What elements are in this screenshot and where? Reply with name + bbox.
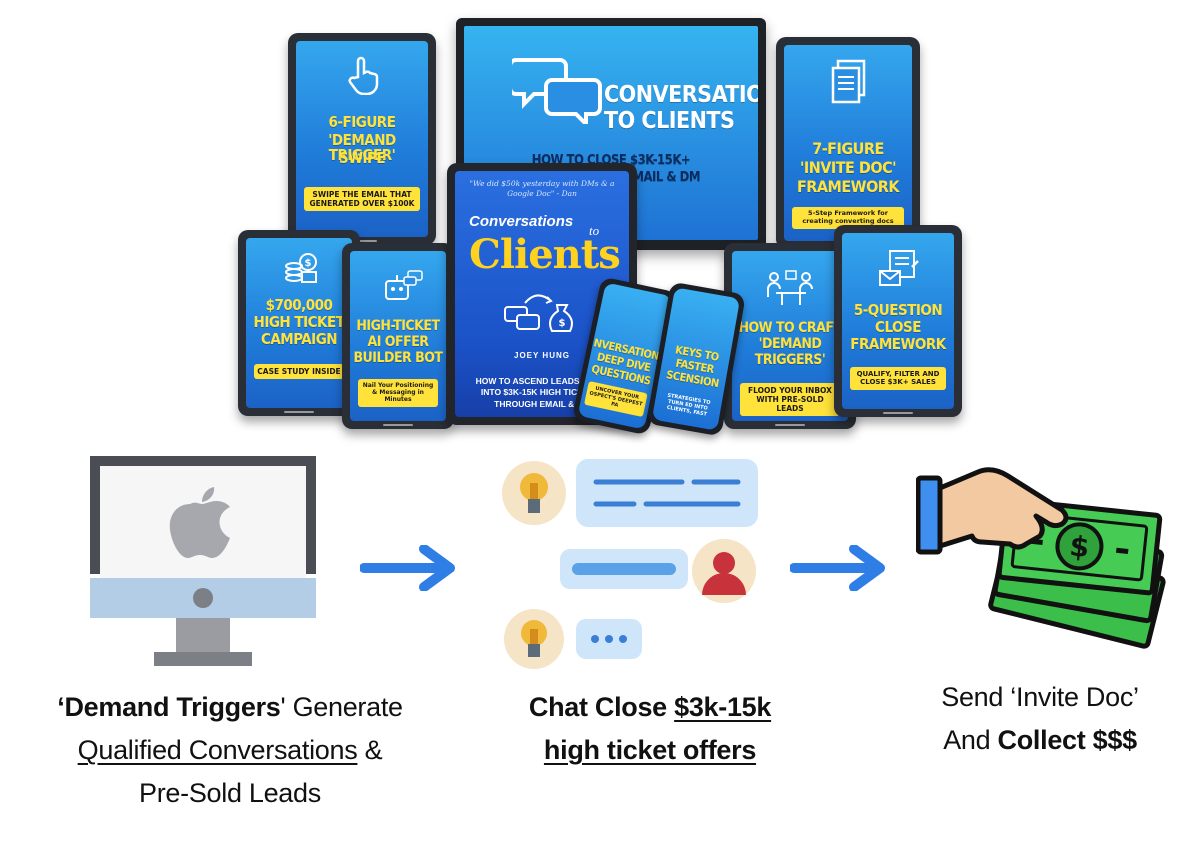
- pointer-hand-icon: [348, 56, 379, 95]
- speech-bubbles-icon: [512, 58, 602, 124]
- chat-money-bag-icon: $: [504, 294, 573, 332]
- apple-computer-icon: [90, 456, 316, 666]
- step-1-line-1: ‘Demand Triggers' Generate: [10, 686, 450, 729]
- invite-title-2: 'INVITE DOC': [799, 158, 897, 177]
- step-2-caption: Chat Close $3k-15k high ticket offers: [470, 686, 830, 772]
- campaign-tablet: $ $700,000 HIGH TICKET CAMPAIGN CASE STU…: [238, 230, 360, 416]
- step-1-bold: ‘Demand Triggers: [57, 692, 281, 722]
- step-2-line-2-text: high ticket offers: [543, 735, 757, 766]
- product-mockup: CONVERSATIONS TO CLIENTS HOW TO CLOSE $3…: [230, 15, 970, 437]
- ai-bot-tablet: HIGH-TICKET AI OFFER BUILDER BOT Nail Yo…: [342, 243, 454, 429]
- step-1-after-bold: ' Generate: [280, 692, 404, 722]
- phone1-pill: UNCOVER YOUR OSPECT'S DEEPEST PA: [584, 381, 648, 418]
- phone2-pill: STRATEGIES TO TURN ED INTO CLIENTS, FAST: [666, 392, 711, 418]
- step-1-caption: ‘Demand Triggers' Generate Qualified Con…: [10, 686, 450, 816]
- craft-title-2: 'DEMAND: [758, 336, 822, 352]
- step-1-underlined: Qualified Conversations: [77, 735, 358, 766]
- swipe-tablet: 6-FIGURE 'DEMAND TRIGGER' SWIPE SWIPE TH…: [288, 33, 436, 245]
- campaign-title-1: $700,000: [265, 296, 333, 314]
- step-1-line-2: Qualified Conversations &: [10, 729, 450, 772]
- bot-title-3: BUILDER BOT: [353, 350, 443, 366]
- book-quote: "We did $50k yesterday with DMs & a Goog…: [469, 179, 615, 198]
- swipe-title-3: SWIPE: [338, 149, 386, 167]
- book-title-big: Clients: [469, 231, 621, 278]
- step-1-line-3: Pre-Sold Leads: [139, 778, 321, 809]
- craft-pill: FLOOD YOUR INBOX WITH PRE-SOLD LEADS: [740, 383, 840, 416]
- book-footer: HOW TO ASCEND LEADS & BUY INTO $3K-15K H…: [475, 376, 609, 409]
- step-3-prefix: And: [943, 725, 998, 756]
- book-title-script: Conversations: [469, 213, 574, 230]
- campaign-title-3: CAMPAIGN: [260, 330, 338, 348]
- monitor-title-2: TO CLIENTS: [604, 108, 735, 134]
- money-stack-icon: $: [285, 253, 317, 283]
- campaign-title-2: HIGH TICKET: [253, 313, 345, 331]
- question-close-tablet: 5-QUESTION CLOSE FRAMEWORK QUALIFY, FILT…: [834, 225, 962, 417]
- invite-title-1: 7-FIGURE: [812, 139, 884, 158]
- step-2-line-1: Chat Close $3k-15k: [470, 686, 830, 729]
- book-title-to: to: [589, 223, 600, 238]
- documents-icon: [831, 59, 866, 104]
- step-1-after-underlined: &: [357, 735, 383, 766]
- step-2-bold: Chat Close: [528, 692, 675, 722]
- step-3-caption: Send ‘Invite Doc’ And Collect $$$: [890, 676, 1190, 762]
- question-title-3: FRAMEWORK: [850, 335, 946, 353]
- step-3-bold: Collect $$$: [997, 725, 1138, 756]
- step-2-line-2: high ticket offers: [470, 729, 830, 772]
- form-envelope-icon: [879, 250, 919, 286]
- hand-money-icon: $: [916, 467, 1166, 649]
- bot-title-2: AI OFFER: [367, 334, 429, 350]
- arrow-right-icon-2: [790, 545, 885, 591]
- invite-pill: 5-Step Framework for creating converting…: [792, 207, 904, 229]
- bot-pill: Nail Your Positioning & Messaging in Min…: [358, 379, 438, 407]
- craft-title-3: TRIGGERS': [754, 352, 826, 368]
- craft-title-1: HOW TO CRAFT: [738, 320, 842, 336]
- invite-title-3: FRAMEWORK: [796, 177, 900, 196]
- meeting-icon: [767, 270, 813, 305]
- monitor-title-1: CONVERSATIONS: [604, 82, 758, 108]
- svg-text:$: $: [305, 258, 312, 269]
- step-3-line-1: Send ‘Invite Doc’: [941, 682, 1139, 712]
- svg-text:$: $: [1068, 529, 1091, 564]
- bot-title-1: HIGH-TICKET: [356, 318, 440, 334]
- step-2-bold-underlined: $3k-15k: [674, 692, 772, 722]
- question-pill: QUALIFY, FILTER AND CLOSE $3K+ SALES: [850, 367, 946, 390]
- chat-conversation-icon: [502, 459, 758, 669]
- swipe-title-1: 6-FIGURE: [328, 113, 396, 131]
- question-title-1: 5-QUESTION: [853, 301, 943, 319]
- swipe-title-2: 'DEMAND TRIGGER': [328, 131, 396, 164]
- step-3-line-2: And Collect $$$: [890, 719, 1190, 762]
- book-author: JOEY HUNG: [514, 351, 570, 360]
- arrow-right-icon-1: [360, 545, 455, 591]
- svg-text:$: $: [559, 318, 566, 329]
- question-title-2: CLOSE: [875, 318, 921, 336]
- robot-icon: [385, 270, 423, 300]
- campaign-pill: CASE STUDY INSIDE: [254, 364, 344, 379]
- invite-doc-tablet: 7-FIGURE 'INVITE DOC' FRAMEWORK 5-Step F…: [776, 37, 920, 249]
- swipe-pill: SWIPE THE EMAIL THAT GENERATED OVER $100…: [304, 187, 420, 211]
